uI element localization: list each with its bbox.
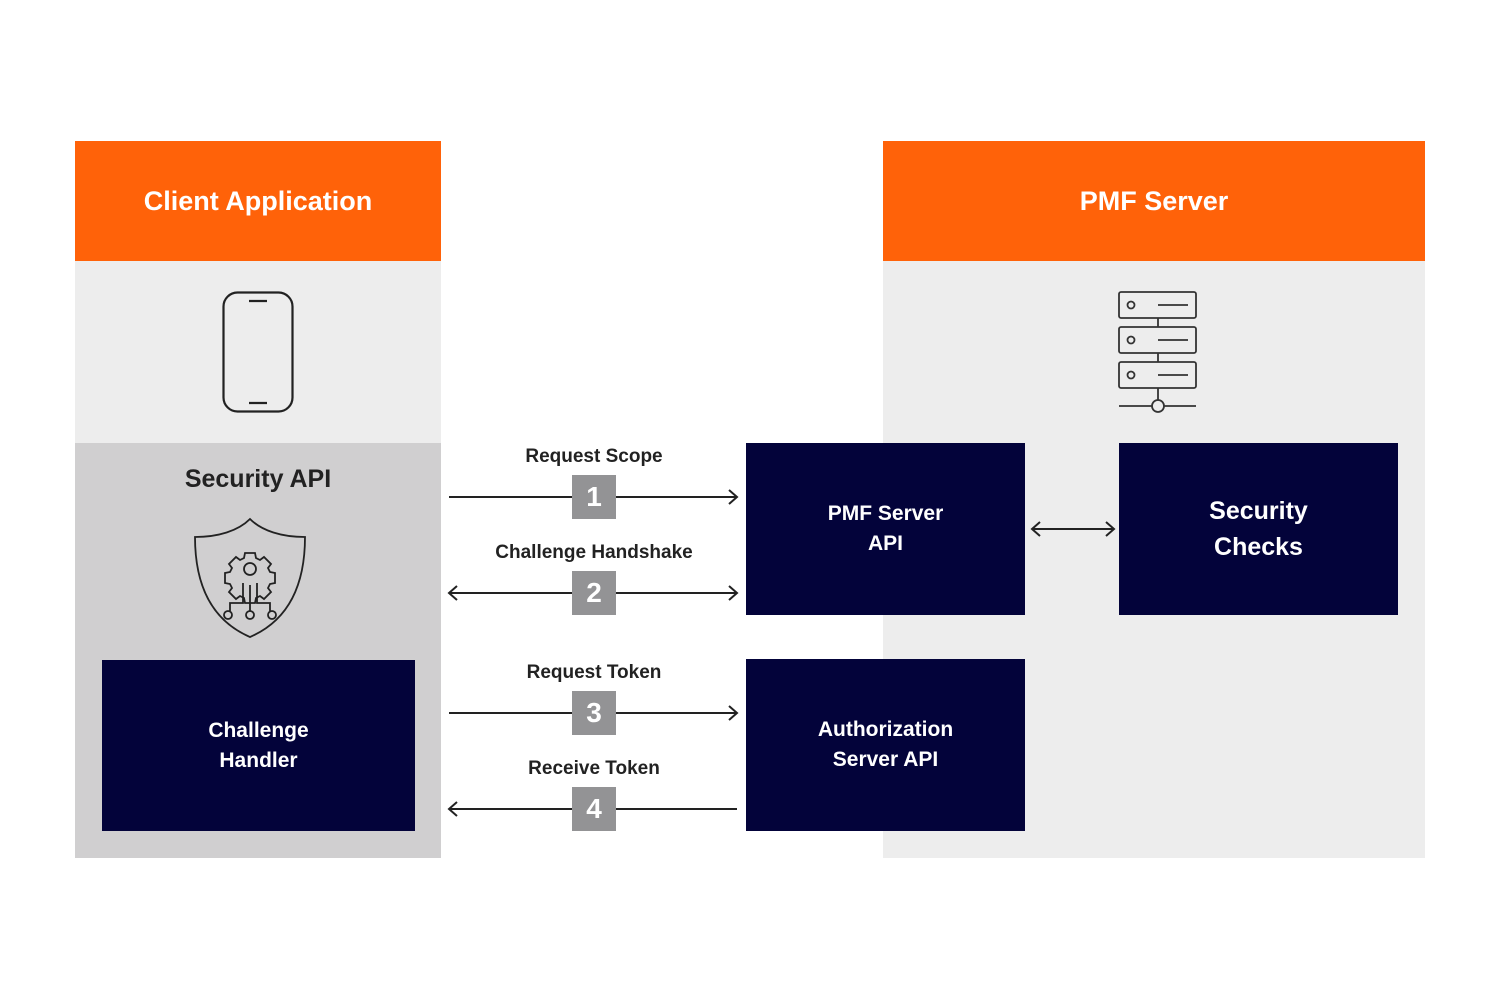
- flow-4-label: Receive Token: [528, 758, 660, 779]
- pmf-server-header: PMF Server: [883, 141, 1425, 261]
- security-api-title: Security API: [184, 465, 332, 493]
- pmf-server-title: PMF Server: [1079, 185, 1229, 216]
- flow-3-label: Request Token: [526, 662, 662, 683]
- server-rack-icon: [1118, 291, 1197, 413]
- security-api-panel: Security API Challenge Handler: [75, 443, 441, 858]
- client-device-panel: [75, 261, 441, 443]
- challenge-handler-label: Challenge Handler: [208, 718, 309, 772]
- step-badge-3: 3: [572, 691, 616, 735]
- shield-gear-circuit-icon: [194, 517, 306, 638]
- client-application-title: Client Application: [143, 185, 373, 216]
- authorization-server-api-label: Authorization Server API: [817, 718, 954, 771]
- step-badge-4: 4: [572, 787, 616, 831]
- client-application-header: Client Application: [75, 141, 441, 261]
- flow-1-label: Request Scope: [525, 446, 663, 467]
- smartphone-icon: [222, 291, 294, 413]
- pmf-server-api-box[interactable]: PMF Server API: [746, 443, 1025, 615]
- challenge-handler-box[interactable]: Challenge Handler: [102, 660, 415, 831]
- security-checks-box[interactable]: Security Checks: [1119, 443, 1398, 615]
- link-arrow-bidirectional: [1030, 521, 1116, 537]
- authorization-server-api-box[interactable]: Authorization Server API: [746, 659, 1025, 831]
- step-badge-1: 1: [572, 475, 616, 519]
- security-checks-label: Security Checks: [1209, 497, 1308, 561]
- flow-2-label: Challenge Handshake: [495, 542, 693, 563]
- pmf-server-api-label: PMF Server API: [827, 502, 944, 555]
- step-badge-2: 2: [572, 571, 616, 615]
